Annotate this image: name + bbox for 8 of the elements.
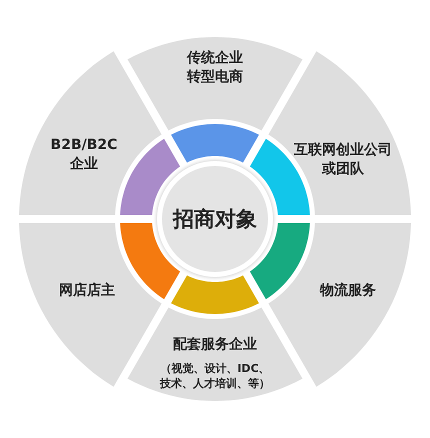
center-label: 招商对象: [173, 206, 257, 233]
sector-label: B2B/B2C企业: [50, 136, 118, 174]
sector-note: （视觉、设计、IDC、技术、人才培训、等）: [158, 362, 271, 392]
sector-label: 物流服务: [318, 282, 377, 300]
sector-label: 网店店主: [58, 282, 116, 300]
sector-label: 配套服务企业: [172, 336, 258, 354]
sector-label: 互联网创业公司或团队: [293, 141, 393, 179]
sector-label: 传统企业转型电商: [186, 49, 244, 87]
